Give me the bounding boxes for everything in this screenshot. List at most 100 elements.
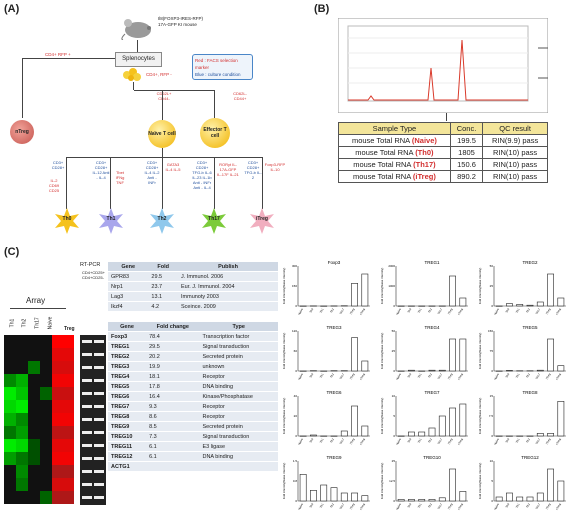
x-tick-label: iTreg — [349, 437, 356, 445]
heatmap-cell — [40, 439, 52, 452]
x-tick-label: iTreg — [447, 437, 454, 445]
array-title: Array — [26, 296, 46, 305]
table-cell: Receptor — [199, 371, 278, 382]
heatmap-cell — [52, 491, 74, 504]
chart-bar — [516, 496, 524, 502]
heatmap-cell — [4, 452, 16, 465]
x-tick-label: Th1 — [515, 307, 521, 314]
x-tick-label: Th17 — [535, 437, 542, 445]
itreg-markers: Foxp3-RFP IL-10 — [264, 162, 286, 172]
chart-ylabel: Fold intensity(Naive intensity) — [478, 268, 482, 305]
mouse-label: Il8(FOXP3-IRES-RFP)17A-GFP KI mouse — [158, 16, 204, 27]
x-tick-label: iTreg — [545, 307, 552, 315]
x-tick-label: Naive — [297, 502, 304, 511]
table-cell: 8.6 — [146, 411, 200, 422]
table-cell: DNA binding — [199, 381, 278, 392]
x-tick-label: Th0 — [504, 502, 510, 509]
chart-title: TREG3 — [326, 325, 342, 330]
gel-band — [82, 353, 92, 356]
panel-label-b: (B) — [314, 3, 330, 15]
x-tick-label: iTreg — [447, 372, 454, 380]
chart-bar — [526, 304, 534, 307]
x-tick-label: Th0 — [308, 437, 314, 444]
x-tick-label: Naive — [297, 307, 304, 316]
gel-band — [82, 457, 92, 460]
chart-bar — [418, 431, 426, 437]
itreg-condition: CD3+ CD28+ TFG-b IL-2 — [244, 160, 262, 180]
chart-title: TREG8 — [522, 390, 538, 395]
heatmap-cell — [16, 426, 28, 439]
effector-node: Effector T cell — [200, 118, 230, 148]
y-tick-label: 50 — [490, 264, 494, 268]
y-tick-label: 12.5 — [389, 479, 395, 483]
chart-bar — [506, 492, 513, 502]
chart-bar — [299, 474, 307, 502]
table-cell: Transcription factor — [199, 331, 278, 342]
gel-band — [94, 457, 104, 460]
x-tick-label: iTreg — [447, 502, 454, 510]
x-tick-label: Th1 — [515, 502, 521, 509]
chart-bar — [361, 425, 369, 437]
gel-band — [82, 366, 92, 369]
y-tick-label: 150 — [488, 329, 493, 333]
chart-title: TREG6 — [326, 390, 342, 395]
y-tick-label: 0 — [393, 499, 395, 503]
table-cell: TREG4 — [108, 371, 147, 382]
heatmap-cell — [28, 452, 40, 465]
chart-ylabel: Fold intensity(Naive intensity) — [282, 398, 286, 435]
chart-ylabel: Fold intensity(Naive intensity) — [282, 463, 286, 500]
chart-bar — [361, 273, 369, 307]
y-tick-label: 2000 — [388, 264, 395, 268]
x-tick-label: Th1 — [515, 372, 521, 379]
chart-bar — [536, 369, 544, 372]
table-cell: TREG2 — [108, 351, 147, 362]
chart-axis — [395, 266, 468, 307]
y-tick-label: 0 — [491, 369, 493, 373]
chart-bar — [449, 338, 456, 372]
chart-bar — [418, 499, 426, 502]
x-tick-label: Naive — [493, 502, 500, 511]
th17-condition: CD3+ CD28+ TFG-b IL-6 IL-23 IL-1b Anti -… — [192, 160, 212, 190]
y-tick-label: 0 — [491, 304, 493, 308]
table-cell: DNA binding — [199, 451, 278, 462]
table-cell: 19.9 — [146, 361, 200, 372]
table-cell: TREG3 — [108, 361, 147, 372]
x-tick-label: nTreg — [555, 502, 562, 511]
chart-bar — [547, 468, 554, 502]
heatmap-cell — [16, 387, 28, 400]
chart-ylabel: Fold intensity(Naive intensity) — [380, 333, 384, 370]
table-cell — [199, 461, 278, 472]
heatmap-cell — [52, 452, 74, 465]
x-tick-label: Th0 — [504, 372, 510, 379]
heatmap-cell — [4, 400, 16, 413]
gel-band — [82, 405, 92, 408]
gel-band — [94, 366, 104, 369]
th1-cell-icon — [99, 208, 123, 234]
heatmap-cell — [4, 465, 16, 478]
table-row: ACTG1 — [108, 461, 278, 472]
gel-band — [82, 392, 92, 395]
chart-bar — [428, 499, 436, 502]
x-tick-label: Th0 — [308, 307, 314, 314]
rtpcr-columns: CD4+CD25+CD4+CD25- — [82, 270, 105, 280]
x-tick-label: Th17 — [535, 372, 542, 380]
x-tick-label: Naive — [493, 437, 500, 446]
y-tick-label: 0 — [295, 434, 297, 438]
x-tick-label: Th1 — [515, 437, 521, 444]
chart-axis — [493, 461, 566, 502]
x-tick-label: Th17 — [339, 437, 346, 445]
gel-band — [94, 392, 104, 395]
table-cell: TREG12 — [108, 451, 147, 462]
